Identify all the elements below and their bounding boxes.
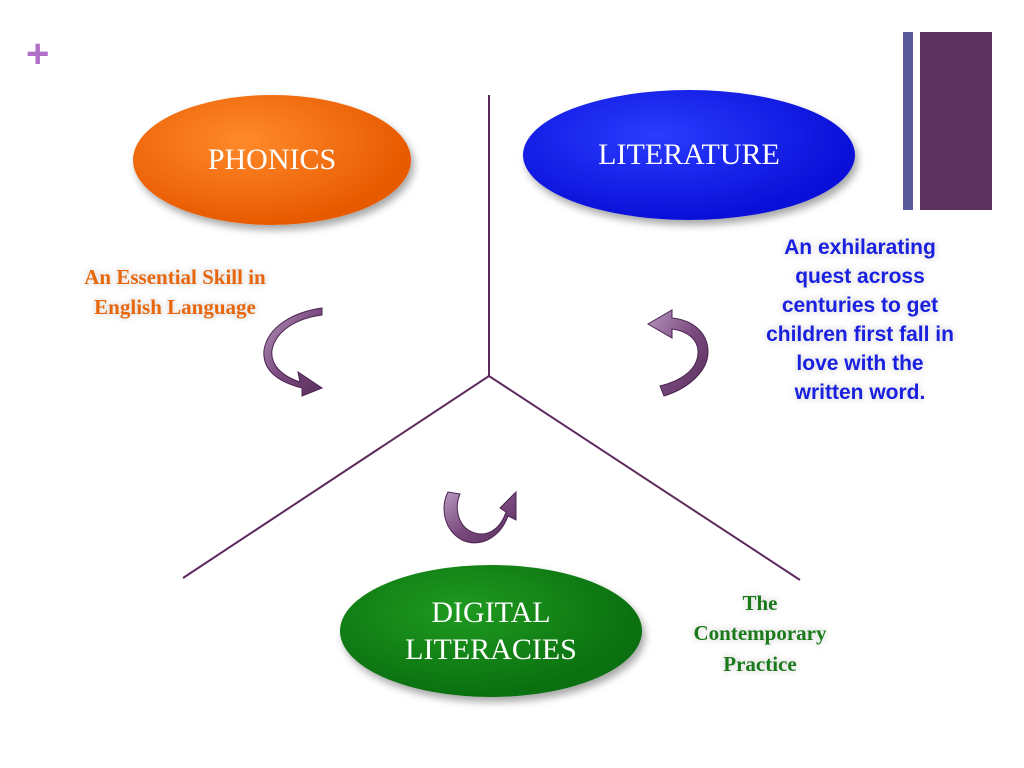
curved-arrow-icon: [263, 307, 324, 397]
divider-line-right: [488, 375, 801, 581]
caption-line: quest across: [795, 264, 925, 288]
digital-literacies-ellipse: DIGITAL LITERACIES: [340, 565, 642, 697]
caption-line: Practice: [723, 651, 797, 676]
literature-caption: An exhilarating quest across centuries t…: [735, 234, 985, 408]
caption-line: love with the: [796, 351, 924, 375]
curved-arrow-icon: [647, 309, 709, 397]
caption-line: The: [742, 591, 778, 615]
digital-caption: The Contemporary Practice: [660, 588, 860, 679]
caption-line: English Language: [94, 295, 256, 320]
accent-bar-thin: [903, 32, 913, 210]
caption-line: centuries to get: [781, 293, 939, 317]
caption-line: children first fall in: [766, 322, 954, 346]
divider-line-left: [182, 375, 490, 579]
caption-line: An exhilarating: [784, 236, 936, 259]
literature-ellipse: LITERATURE: [523, 90, 855, 220]
caption-line: written word.: [794, 380, 926, 404]
phonics-label: PHONICS: [207, 143, 337, 176]
digital-label-line: LITERACIES: [405, 633, 577, 666]
accent-bar-thick: [920, 32, 992, 210]
digital-label-line: DIGITAL: [431, 595, 551, 629]
curved-arrow-icon: [443, 490, 517, 544]
plus-icon: +: [26, 32, 50, 76]
literature-label: LITERATURE: [598, 138, 780, 171]
phonics-ellipse: PHONICS: [133, 95, 411, 225]
caption-line: An Essential Skill in: [84, 265, 266, 289]
caption-line: Contemporary: [693, 621, 827, 646]
phonics-caption: An Essential Skill in English Language: [40, 262, 310, 323]
